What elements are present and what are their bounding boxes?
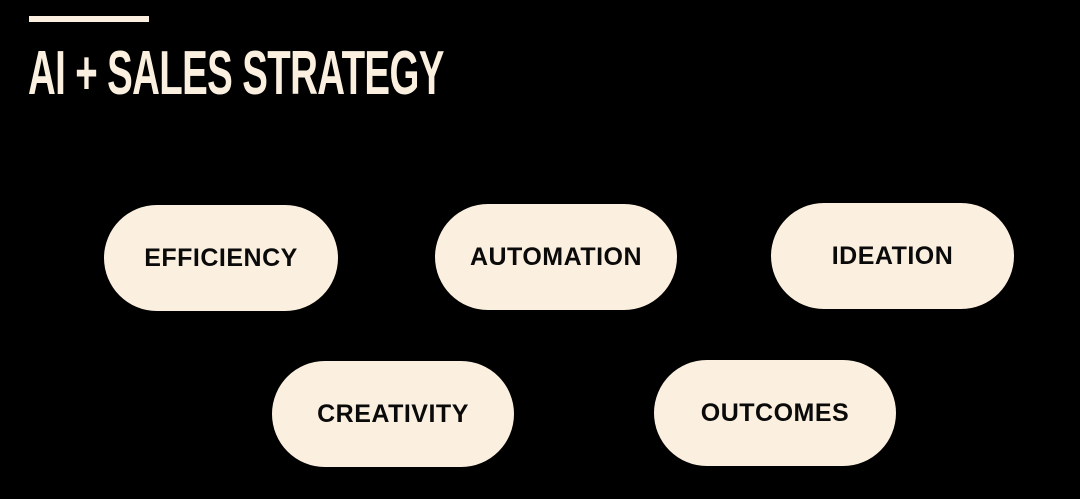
pill-creativity: CREATIVITY <box>272 361 514 467</box>
pill-automation: AUTOMATION <box>435 204 677 310</box>
title-accent-bar <box>29 16 149 22</box>
pill-outcomes: OUTCOMES <box>654 360 896 466</box>
pill-efficiency: EFFICIENCY <box>104 205 338 311</box>
slide-title: AI + SALES STRATEGY <box>28 39 444 108</box>
pill-ideation: IDEATION <box>771 203 1014 309</box>
